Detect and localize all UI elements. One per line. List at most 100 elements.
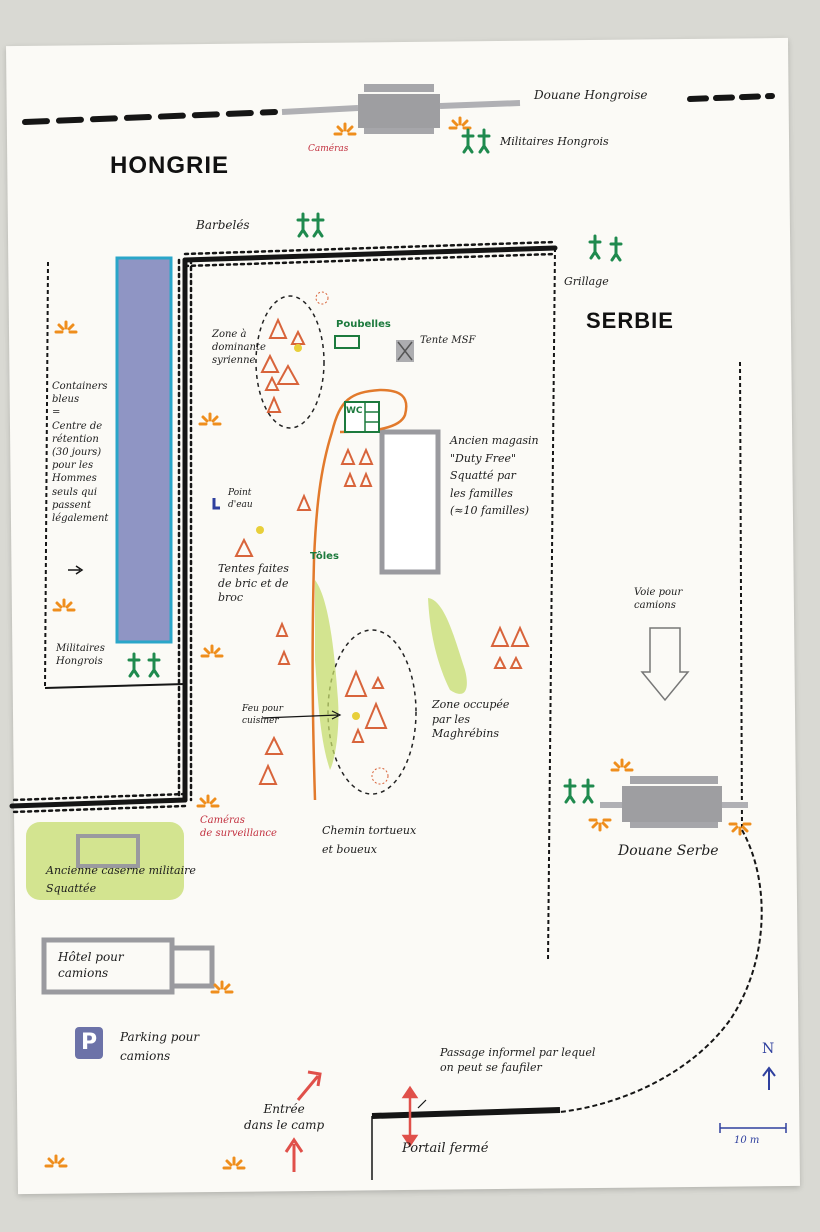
tents-line: broc <box>218 591 244 605</box>
wc-label: WC <box>346 406 363 416</box>
scale-label: 10 m <box>734 1135 760 1146</box>
soldiers-line: Militaires <box>56 643 105 654</box>
containers-line: Centre de <box>52 420 103 432</box>
containers-label: Containers bleus = Centre de rétention (… <box>52 380 108 525</box>
entrance-line: dans le camp <box>244 1117 325 1132</box>
syrian-zone-line: dominante <box>212 342 266 354</box>
makeshift-tents-label: Tentes faites de bric et de broc <box>218 562 289 606</box>
barracks-label: Ancienne caserne militaire Squattée <box>46 862 196 897</box>
cooking-fire-label: Feu pour cuisiner <box>242 704 283 728</box>
hungarian-soldiers-left-label: Militaires Hongrois <box>56 642 105 668</box>
path-line: Chemin tortueux <box>322 824 417 837</box>
containers-line: (30 jours) <box>52 446 102 458</box>
water-point-label: Point d'eau <box>228 488 253 512</box>
trash-bins-icon <box>334 335 360 349</box>
truck-hotel-label: Hôtel pour camions <box>58 950 124 982</box>
sheet-metal-label: Tôles <box>310 551 339 562</box>
duty-free-store-label: Ancien magasin "Duty Free" Squatté par l… <box>450 432 539 520</box>
hotel-line: camions <box>58 965 109 980</box>
syrian-zone-outline <box>255 295 325 429</box>
cameras-top-label: Caméras <box>308 144 349 154</box>
msf-tent-label: Tente MSF <box>420 335 476 346</box>
north-arrow <box>762 1066 776 1090</box>
truck-parking-label: Parking pour camions <box>120 1028 199 1066</box>
gap-arrow <box>401 1085 419 1148</box>
serbian-customs-label: Douane Serbe <box>618 843 719 859</box>
hungarian-customs-booth <box>281 84 521 134</box>
passage-line: Passage informel par lequel <box>440 1046 596 1059</box>
containers-pointer <box>68 565 84 575</box>
closed-gate-label: Portail fermé <box>402 1141 489 1156</box>
truck-hotel-building <box>41 937 215 995</box>
hungarian-soldiers-top-label: Militaires Hongrois <box>500 135 609 148</box>
water-point-icon <box>212 498 220 510</box>
grillage-label: Grillage <box>564 275 609 288</box>
muddy-path-label: Chemin tortueux et boueux <box>322 822 416 859</box>
maghrebin-line: par les <box>432 712 471 726</box>
tents-line: Tentes faites <box>218 562 289 575</box>
maghrebin-zone-label: Zone occupée par les Maghrébins <box>432 698 509 742</box>
barracks-building <box>76 834 140 868</box>
vegetation-patches <box>26 580 467 900</box>
duty-free-store <box>379 429 441 575</box>
north-label: N <box>762 1041 775 1057</box>
containers-line: passent <box>52 499 92 511</box>
camp-entrance-label: Entrée dans le camp <box>244 1102 324 1134</box>
hungarian-customs-label: Douane Hongroise <box>534 88 648 102</box>
passage-line: on peut se faufiler <box>440 1060 542 1074</box>
camera-icons <box>44 116 752 1170</box>
barracks-line: Ancienne caserne militaire <box>46 864 196 877</box>
entrance-line: Entrée <box>263 1102 305 1116</box>
wc-block <box>344 401 380 433</box>
maghrebin-line: Zone occupée <box>432 698 510 711</box>
fire-line: Feu pour <box>242 704 284 714</box>
tent-icons <box>234 317 530 785</box>
duty-free-line: Ancien magasin <box>450 434 539 447</box>
curved-road <box>559 829 763 1113</box>
passage-pointer <box>417 1099 427 1109</box>
fire-icons <box>256 344 360 720</box>
containers-line: Containers <box>52 381 108 392</box>
parking-icon: P <box>75 1027 103 1059</box>
truck-lane-label: Voie pour camions <box>634 586 682 612</box>
camp-inner-wall <box>44 683 186 689</box>
truck-lane-arrow <box>640 627 690 702</box>
hotel-line: Hôtel pour <box>58 950 124 964</box>
hungary-border-line <box>22 93 775 125</box>
duty-free-line: (≈10 familles) <box>450 504 530 518</box>
containers-line: rétention <box>52 433 99 445</box>
parking-line: camions <box>120 1049 171 1064</box>
syrian-zone-line: syrienne <box>212 355 256 367</box>
water-point-line: d'eau <box>228 499 253 510</box>
entry-arrows <box>284 1070 322 1172</box>
soldier-icons <box>127 128 623 804</box>
grillage-fence <box>44 247 743 961</box>
muddy-path <box>311 388 408 801</box>
containers-line: seuls qui <box>52 486 98 498</box>
duty-free-line: Squatté par <box>450 469 516 483</box>
duty-free-line: "Duty Free" <box>450 451 517 465</box>
containers-line: pour les <box>52 460 94 472</box>
truck-lane-line: Voie pour <box>634 587 683 598</box>
maghrebin-line: Maghrébins <box>432 727 500 741</box>
tents-line: de bric et de <box>218 576 289 590</box>
country-label-hungary: HONGRIE <box>110 152 230 179</box>
duty-free-line: les familles <box>450 486 513 500</box>
containers-line: bleus <box>52 394 80 406</box>
barbed-wire-label: Barbelés <box>196 218 250 232</box>
path-line: et boueux <box>322 842 377 856</box>
syrian-zone-line: Zone à <box>212 329 247 340</box>
surveillance-line: Caméras <box>200 815 245 826</box>
parking-line: Parking pour <box>120 1030 200 1044</box>
scale-bar <box>719 1123 787 1133</box>
water-point-line: Point <box>228 488 252 498</box>
surveillance-cameras-label: Caméras de surveillance <box>200 814 277 840</box>
closed-gate <box>371 1107 561 1119</box>
containers-line: = <box>52 407 61 419</box>
tent-outline <box>315 291 329 305</box>
truck-lane-line: camions <box>634 600 676 612</box>
msf-tent-icon <box>396 340 414 362</box>
serbian-customs-booth <box>600 776 748 828</box>
containers-line: légalement <box>52 512 109 524</box>
